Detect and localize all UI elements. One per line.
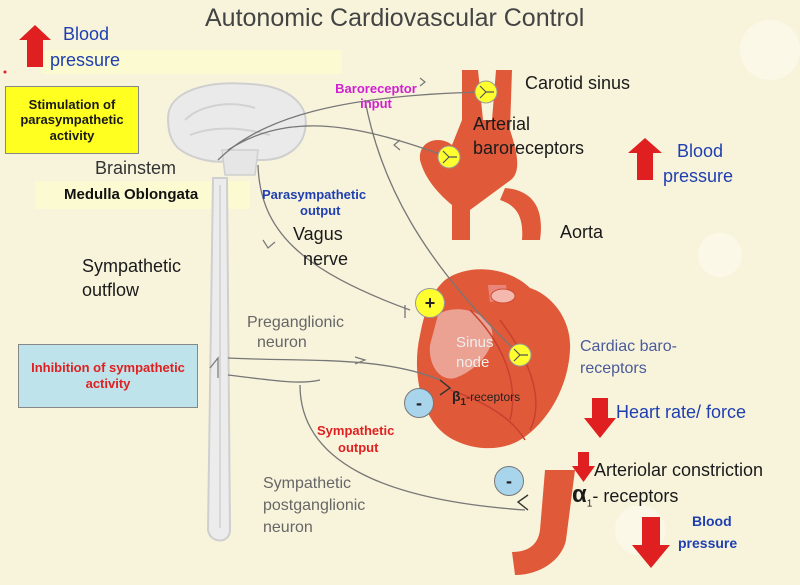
brainstem-shape: [221, 149, 259, 176]
bp-up-arrow-right: [628, 138, 662, 180]
sinus-node-line2: node: [456, 354, 490, 371]
heart-rate-down-arrow: [584, 398, 616, 438]
carotid-sinus-label: Carotid sinus: [525, 73, 631, 93]
aorta-label: Aorta: [560, 222, 604, 242]
nerve-postganglionic: [299, 384, 526, 511]
alpha-synapse: [516, 494, 529, 511]
alpha-symbol: α: [572, 481, 587, 508]
bp-down-arrow: [632, 517, 670, 568]
nerve-arrowhead: [393, 139, 401, 151]
alpha-subscript: 1: [586, 498, 593, 510]
aortic-arch-branch: [500, 188, 541, 240]
bg-blob: [740, 20, 800, 80]
arterial-baroreceptors-line1: Arterial: [473, 114, 531, 134]
nerve-arrowhead: [354, 356, 367, 365]
beta-text: -receptors: [466, 390, 521, 404]
postganglionic-line2: postganglionic: [263, 497, 366, 514]
plus-circle: +: [415, 288, 445, 318]
bp-up-arrow-left: [19, 25, 51, 67]
bg-blob: [698, 233, 742, 277]
nerve-arrowhead: [262, 239, 276, 249]
bp-bottom-line2: pressure: [678, 535, 738, 551]
dot: [3, 70, 7, 74]
baroreceptor-input-label: Baroreceptor input: [335, 81, 417, 111]
bp-highlight: [42, 50, 342, 74]
minus-circle-heart: -: [404, 388, 434, 418]
parasympathetic-output-line1: Parasympathetic: [262, 187, 367, 202]
vagus-line2: nerve: [303, 249, 349, 269]
nerve-arrowhead: [419, 77, 426, 87]
postganglionic-line3: neuron: [263, 519, 313, 536]
parasympathetic-output-line2: output: [300, 203, 341, 218]
beta-synapse: [439, 379, 452, 396]
nerve-branch-point: [209, 356, 219, 378]
brain-shape: [166, 82, 307, 163]
cardiac-baroreceptors-line2: receptors: [580, 360, 647, 377]
arteriole-shape: [512, 470, 575, 575]
receptor-symbol: [479, 85, 494, 99]
cardiac-baroreceptors-line1: Cardiac baro-: [580, 338, 677, 355]
beta-receptors-label: β1-receptors: [452, 388, 520, 408]
bp-right-line2: pressure: [663, 166, 734, 186]
minus-circle-arteriole: -: [494, 466, 524, 496]
sympathetic-output-line2: output: [338, 440, 379, 455]
vagus-line1: Vagus: [293, 224, 343, 244]
preganglionic-line2: neuron: [257, 334, 307, 351]
bp-bottom-line1: Blood: [692, 513, 732, 529]
sinus-node-line1: Sinus: [456, 334, 494, 351]
alpha-receptors-label: α1- receptors: [572, 481, 678, 510]
beta-symbol: β: [452, 388, 461, 404]
heart-vessels: [449, 309, 537, 441]
heart-vessel-opening: [490, 288, 516, 304]
sympathetic-outflow-line1: Sympathetic: [82, 256, 182, 276]
heart-rate-label: Heart rate/ force: [616, 402, 747, 422]
sympathetic-output-line1: Sympathetic: [317, 423, 395, 438]
arterial-baroreceptors-line2: baroreceptors: [473, 138, 585, 158]
nerve-cardiac-baro: [364, 99, 521, 356]
nerve-aortic: [227, 125, 449, 158]
receptor-symbol: [513, 348, 528, 362]
bp-top-left-line2: pressure: [50, 50, 121, 70]
stimulation-parasympathetic-box: Stimulation of parasympathetic activity: [5, 86, 139, 154]
alpha-text: - receptors: [592, 486, 679, 506]
inhibition-sympathetic-box: Inhibition of sympathetic activity: [18, 344, 198, 408]
bp-right-line1: Blood: [677, 141, 724, 161]
carotid-aorta-vessels: [419, 70, 518, 240]
sympathetic-outflow-line2: outflow: [82, 280, 140, 300]
nerve-sympathetic-branch: [227, 374, 321, 383]
postganglionic-line1: Sympathetic: [263, 475, 352, 492]
medulla-label: Medulla Oblongata: [64, 186, 199, 203]
heart-highlight: [429, 309, 493, 379]
preganglionic-line1: Preganglionic: [247, 314, 344, 331]
arteriolar-down-arrow: [572, 452, 595, 482]
page-title: Autonomic Cardiovascular Control: [205, 4, 585, 32]
arteriolar-constriction-label: Arteriolar constriction: [594, 460, 764, 480]
bp-top-left-line1: Blood: [63, 24, 110, 44]
brainstem-label: Brainstem: [95, 158, 177, 178]
beta-subscript: 1: [460, 396, 467, 408]
receptor-symbol: [442, 150, 457, 164]
nerve-vagus: [257, 164, 411, 311]
nerve-sympathetic-heart: [227, 357, 441, 381]
